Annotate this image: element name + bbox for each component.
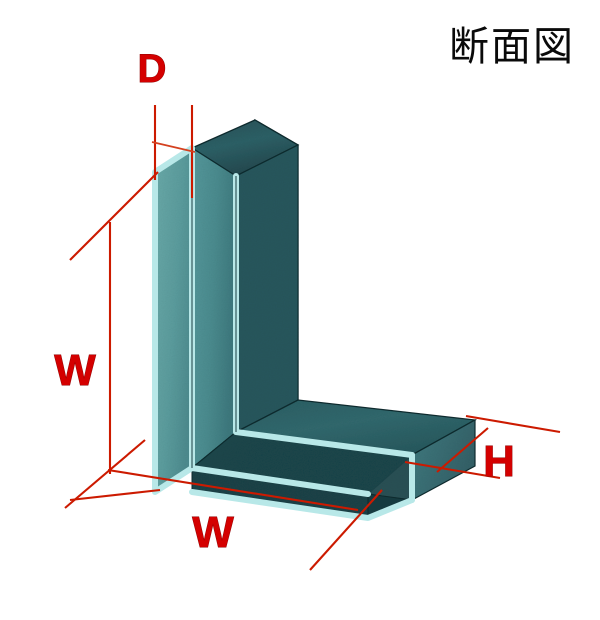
dim-H-measure-line [436,427,489,473]
vertical-leg-web-face [191,146,237,470]
dim-D-label: D [138,47,167,91]
dim-W-vertical-ext-top [69,171,159,261]
dim-W-vertical-label: W [54,346,96,395]
vertical-leg-inner-face [235,144,299,433]
edge-bottom-front [189,465,371,497]
dim-H-extension-bottom [404,460,501,480]
dimension-D: D [137,47,196,198]
dim-W-horizontal-ext-far [309,489,383,571]
dim-W-horizontal-label: W [192,508,234,557]
dimension-W-vertical: W [54,171,161,502]
dim-H-extension-top [465,414,561,434]
dim-W-vertical-ext-bottom [69,488,161,502]
dim-H-label: H [483,437,515,486]
edge-bottom-lower [189,489,415,521]
vertical-leg-section-face [154,146,193,494]
dimension-H: H [404,414,561,486]
dim-D-measure-line [151,141,196,153]
dim-W-horizontal-measure-line [107,468,359,512]
dim-W-horizontal-ext-near [64,439,146,509]
figure-title: 断面図 [449,24,575,70]
dimension-W-horizontal: W [64,439,383,571]
profile-dark-accents [191,145,299,468]
angle-bracket-solid [154,118,478,519]
